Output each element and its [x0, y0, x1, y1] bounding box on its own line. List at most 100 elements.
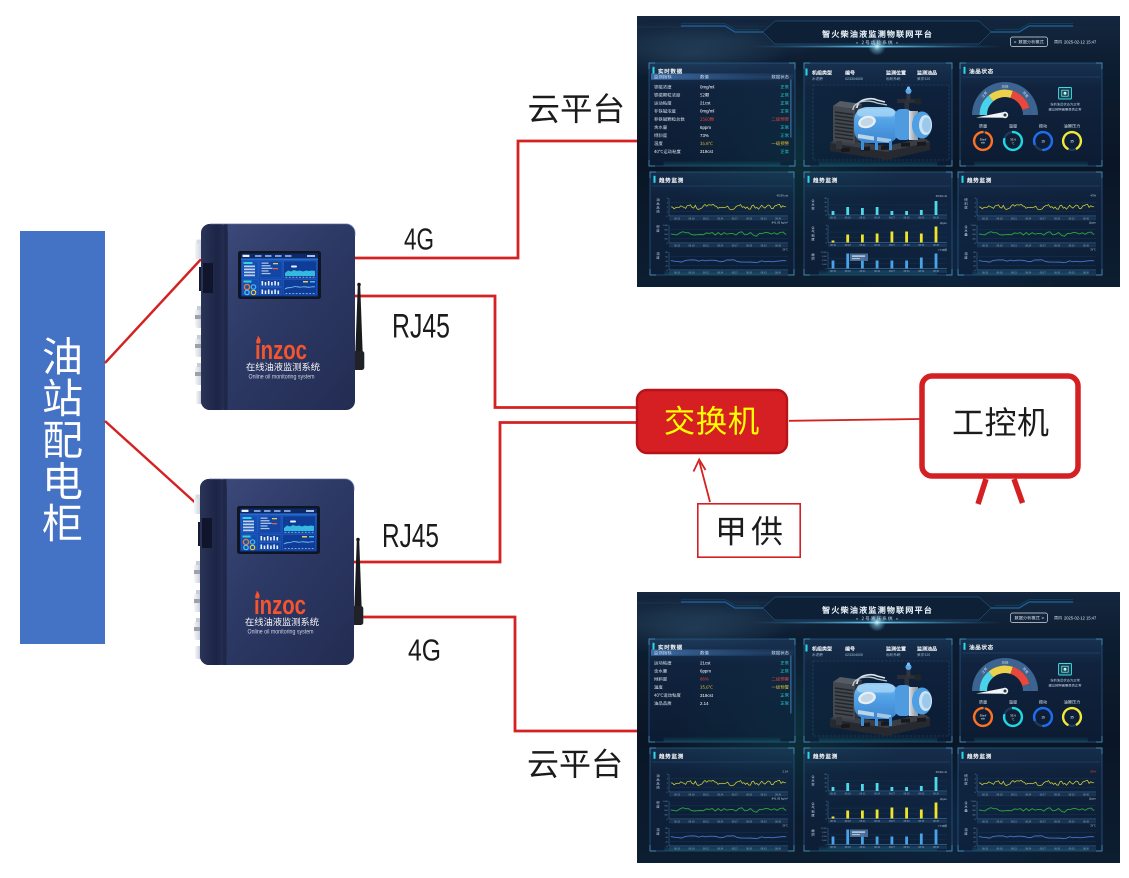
svg-text:08:21: 08:21 [1011, 793, 1018, 796]
svg-text:08:33: 08:33 [918, 846, 925, 849]
svg-text:40: 40 [825, 206, 828, 208]
svg-text:40: 40 [973, 837, 976, 839]
svg-text:08:36: 08:36 [775, 793, 782, 796]
svg-text:35.6: 35.6 [1010, 713, 1016, 717]
svg-text:16: 16 [1041, 140, 1045, 144]
svg-text:841.05 kg/m³: 841.05 kg/m³ [772, 221, 788, 225]
svg-text:08:27: 08:27 [1040, 217, 1047, 220]
svg-text:319cst: 319cst [700, 693, 714, 698]
svg-text:80: 80 [665, 252, 668, 254]
svg-text:0: 0 [826, 844, 828, 846]
svg-text:08:27: 08:27 [732, 793, 739, 796]
svg-text:08:30: 08:30 [904, 216, 911, 219]
svg-text:0: 0 [667, 243, 669, 245]
svg-text:86%: 86% [700, 677, 709, 682]
svg-text:08:27: 08:27 [1040, 244, 1047, 247]
svg-text:3: 3 [975, 202, 977, 204]
svg-text:300: 300 [664, 814, 668, 816]
svg-text:08:30: 08:30 [1054, 217, 1061, 220]
svg-text:08:24: 08:24 [1025, 244, 1032, 247]
svg-text:2: 2 [826, 810, 828, 812]
svg-text:43%: 43% [1090, 194, 1096, 198]
svg-text:08:36: 08:36 [775, 244, 782, 247]
svg-text:2025-02-12 15:47: 2025-02-12 15:47 [1064, 615, 1097, 620]
svg-text:08:15: 08:15 [982, 793, 989, 796]
svg-text:08:24: 08:24 [717, 217, 724, 220]
svg-text:08:15: 08:15 [830, 216, 837, 219]
svg-text:40: 40 [665, 837, 668, 839]
svg-text:4: 4 [826, 801, 828, 803]
svg-text:6ppm: 6ppm [700, 125, 711, 130]
svg-text:08:27: 08:27 [1040, 847, 1047, 850]
svg-text:08:36: 08:36 [933, 244, 940, 247]
svg-text:3: 3 [667, 778, 669, 780]
svg-text:08:30: 08:30 [904, 244, 911, 247]
svg-text:08:15: 08:15 [674, 217, 681, 220]
svg-text:6,000: 6,000 [822, 836, 828, 838]
svg-text:08:36: 08:36 [1083, 847, 1090, 850]
svg-text:300: 300 [664, 238, 668, 240]
svg-text:08:24: 08:24 [874, 792, 881, 795]
svg-text:08:33: 08:33 [761, 271, 768, 274]
svg-text:08:30: 08:30 [1054, 244, 1061, 247]
svg-text:08:21: 08:21 [1011, 847, 1018, 850]
svg-text:08:15: 08:15 [982, 244, 989, 247]
svg-text:60: 60 [973, 832, 976, 834]
svg-text:08:15: 08:15 [830, 244, 837, 247]
svg-text:0: 0 [826, 818, 828, 820]
svg-text:08:27: 08:27 [732, 244, 739, 247]
svg-text:0: 0 [667, 216, 669, 218]
svg-text:08:30: 08:30 [904, 792, 911, 795]
svg-text:08:27: 08:27 [732, 217, 739, 220]
svg-text:08:33: 08:33 [1069, 271, 1076, 274]
svg-text:80: 80 [825, 198, 828, 200]
svg-text:08:15: 08:15 [674, 271, 681, 274]
svg-text:20: 20 [973, 841, 976, 843]
svg-text:08:18: 08:18 [688, 217, 695, 220]
svg-text:min: min [981, 141, 986, 145]
svg-text:08:18: 08:18 [996, 217, 1003, 220]
svg-text:0: 0 [667, 846, 669, 848]
svg-text:3: 3 [667, 202, 669, 204]
svg-text:08:30: 08:30 [746, 217, 753, 220]
svg-text:08:36: 08:36 [933, 846, 940, 849]
svg-text:08:21: 08:21 [1011, 271, 1018, 274]
svg-text:4: 4 [975, 198, 977, 200]
svg-text:600: 600 [664, 234, 668, 236]
svg-text:08:18: 08:18 [996, 820, 1003, 823]
svg-text:RJ45: RJ45 [392, 308, 450, 346]
svg-text:08:36: 08:36 [1083, 244, 1090, 247]
svg-text:2ppm: 2ppm [1089, 797, 1097, 801]
svg-text:80: 80 [973, 252, 976, 254]
svg-text:841.05 kg/m³: 841.05 kg/m³ [772, 797, 788, 801]
svg-text:80: 80 [665, 828, 668, 830]
svg-text:08:33: 08:33 [761, 217, 768, 220]
svg-text:08:24: 08:24 [1025, 271, 1032, 274]
svg-text:80: 80 [973, 828, 976, 830]
svg-text:08:33: 08:33 [918, 216, 925, 219]
svg-text:08:33: 08:33 [1069, 847, 1076, 850]
svg-text:08:36: 08:36 [775, 820, 782, 823]
svg-text:40: 40 [973, 261, 976, 263]
svg-text:08:21: 08:21 [703, 217, 710, 220]
svg-text:6ppm: 6ppm [700, 669, 711, 674]
svg-text:08:24: 08:24 [874, 820, 881, 823]
svg-text:08:21: 08:21 [859, 792, 866, 795]
svg-text:08:27: 08:27 [732, 820, 739, 823]
svg-text:08:21: 08:21 [703, 793, 710, 796]
svg-text:08:30: 08:30 [904, 846, 911, 849]
svg-text:08:21: 08:21 [859, 846, 866, 849]
svg-text:0mg/ml: 0mg/ml [700, 85, 714, 90]
svg-text:12,000: 12,000 [821, 252, 828, 254]
svg-text:20: 20 [825, 787, 828, 789]
svg-text:08:18: 08:18 [845, 216, 852, 219]
svg-text:08:33: 08:33 [1069, 820, 1076, 823]
svg-text:20: 20 [825, 211, 828, 213]
svg-text:«: « [1014, 40, 1017, 45]
svg-text:08:15: 08:15 [674, 793, 681, 796]
svg-text:6,000: 6,000 [822, 260, 828, 262]
svg-text:08:18: 08:18 [688, 271, 695, 274]
svg-text:08:36: 08:36 [933, 792, 940, 795]
svg-text:1,200: 1,200 [971, 225, 977, 227]
svg-text:600: 600 [664, 810, 668, 812]
